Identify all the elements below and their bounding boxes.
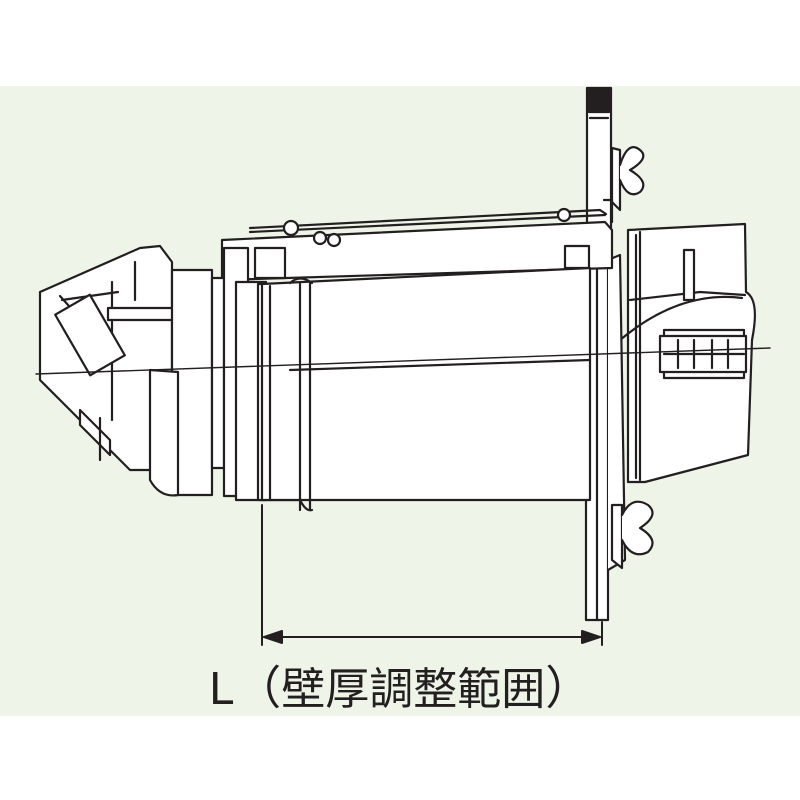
wing-nut-upper <box>610 146 645 212</box>
front-nozzle <box>38 244 185 472</box>
connector-block <box>658 248 748 380</box>
caption-text: 壁厚調整範囲 <box>281 664 546 715</box>
dimension-variable: L <box>208 664 234 715</box>
centre-line <box>35 347 771 375</box>
caption-open-paren: （ <box>235 661 282 715</box>
top-vertical-bar <box>585 86 613 230</box>
dimension-caption: L（壁厚調整範囲） <box>0 648 800 728</box>
caption-close-paren: ） <box>545 661 592 715</box>
main-telescoping-body <box>260 266 592 512</box>
wing-nut-lower <box>610 500 654 570</box>
dimension-L <box>261 504 603 646</box>
upper-clamp-assembly <box>220 198 614 282</box>
